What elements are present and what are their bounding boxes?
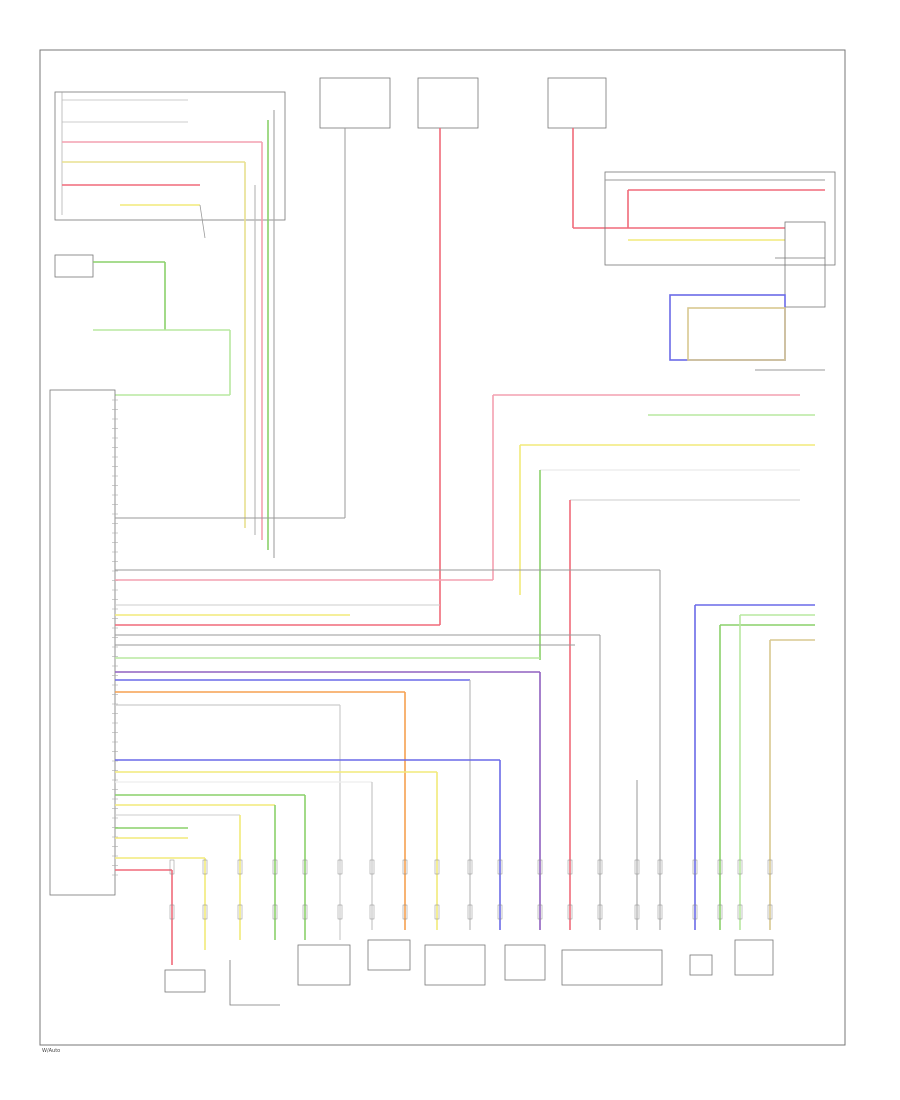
cabin-temp-sensor: [164, 969, 206, 993]
rear-footwell-sensor: [229, 960, 280, 1006]
connector-marker: [302, 859, 308, 875]
connector-marker: [567, 859, 573, 875]
connector-marker: [692, 859, 698, 875]
steering-angle-unit: [54, 254, 94, 278]
diagram-frame: [39, 49, 846, 1046]
connector-marker: [497, 859, 503, 875]
blower-relay-box: [604, 171, 836, 266]
headlamp-switch-connector: [54, 91, 286, 221]
connector-marker: [169, 859, 175, 875]
connector-marker: [497, 904, 503, 920]
connector-marker: [337, 904, 343, 920]
ambient-sensor-module: [319, 77, 391, 129]
heater-control-valve: [561, 949, 663, 986]
connector-marker: [767, 859, 773, 875]
connector-marker: [737, 904, 743, 920]
footer-code: W/Auto: [42, 1048, 60, 1054]
connector-markers: [169, 859, 773, 920]
connector-marker: [369, 904, 375, 920]
connector-marker: [567, 904, 573, 920]
connector-marker: [737, 859, 743, 875]
connector-marker: [169, 904, 175, 920]
module-pin-labels: [112, 399, 118, 876]
connector-marker: [717, 904, 723, 920]
connector-marker: [657, 859, 663, 875]
connector-marker: [767, 904, 773, 920]
blower-motor-relay: [784, 221, 826, 308]
right-temp-door-motor: [734, 939, 774, 976]
connector-marker: [634, 904, 640, 920]
connector-marker: [237, 904, 243, 920]
connector-marker: [202, 859, 208, 875]
connector-marker: [272, 904, 278, 920]
fuse-box-top: [417, 77, 479, 129]
connector-marker: [597, 904, 603, 920]
connector-marker: [402, 859, 408, 875]
connector-marker: [402, 904, 408, 920]
connector-marker: [369, 859, 375, 875]
connector-marker: [467, 904, 473, 920]
connector-marker: [202, 904, 208, 920]
connector-marker: [634, 859, 640, 875]
connector-marker: [272, 859, 278, 875]
left-duct-sensor: [689, 954, 713, 976]
connector-marker: [467, 859, 473, 875]
evaporator-temp-sensor: [367, 939, 411, 971]
connector-marker: [337, 859, 343, 875]
fuse-box-right: [547, 77, 607, 129]
defroster-flap-motor: [504, 944, 546, 981]
connector-marker: [434, 859, 440, 875]
connector-marker: [692, 904, 698, 920]
connector-marker: [302, 904, 308, 920]
connector-marker: [717, 859, 723, 875]
connector-marker: [597, 859, 603, 875]
connector-marker: [434, 904, 440, 920]
connector-marker: [537, 859, 543, 875]
fresh-air-flap-motor: [297, 944, 351, 986]
connector-marker: [657, 904, 663, 920]
climate-control-module: [49, 389, 116, 896]
connector-marker: [237, 859, 243, 875]
connector-marker: [537, 904, 543, 920]
fresh-air-temp-sensor: [424, 944, 486, 986]
